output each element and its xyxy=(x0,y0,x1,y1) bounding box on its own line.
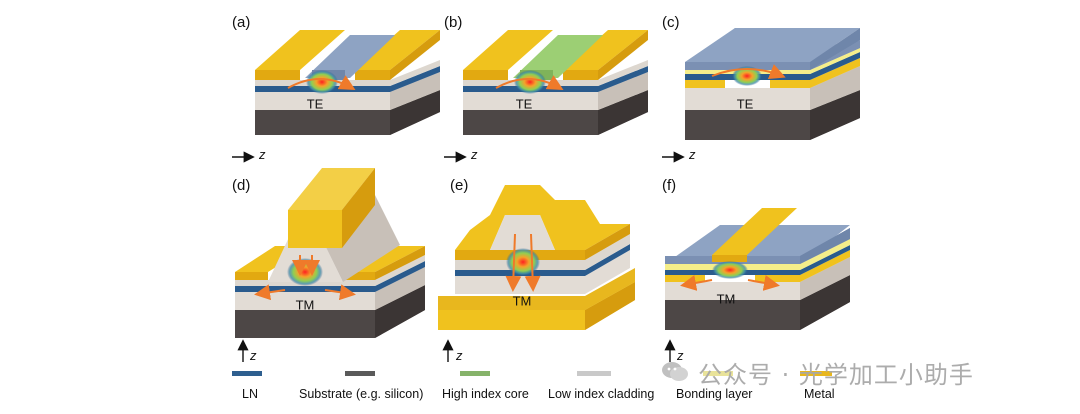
high-index-core xyxy=(513,35,603,78)
panel-label-f: (f) xyxy=(662,177,677,194)
panel-label-d: (d) xyxy=(232,177,251,194)
top-metal-block xyxy=(288,210,342,248)
mode-label-f: TM xyxy=(716,291,736,307)
metal-electrode-right xyxy=(355,30,440,70)
axis-label-c: z xyxy=(689,147,696,162)
legend-label-substrate: Substrate (e.g. silicon) xyxy=(299,387,424,401)
panel-d-device xyxy=(235,168,425,338)
panel-e-device xyxy=(438,185,635,330)
axis-arrows xyxy=(232,151,685,362)
panel-b-device xyxy=(463,30,648,135)
panel-label-e: (e) xyxy=(450,177,469,194)
mode-label-c: TE xyxy=(736,96,754,112)
legend-label-bonding: Bonding layer xyxy=(676,387,753,401)
panel-label-b: (b) xyxy=(444,14,463,31)
ln-layer xyxy=(255,66,440,92)
legend-label-metal: Metal xyxy=(804,387,835,401)
axis-label-e: z xyxy=(456,348,463,363)
axis-label-a: z xyxy=(259,147,266,162)
watermark-text: 公众号 · 光学加工小助手 xyxy=(698,360,974,389)
mode-label-a: TE xyxy=(306,96,324,112)
panel-f-device xyxy=(665,208,850,330)
mode-label-e: TM xyxy=(512,293,532,309)
legend-label-high-index: High index core xyxy=(442,387,529,401)
panel-label-c: (c) xyxy=(662,14,680,31)
mode-label-b: TE xyxy=(515,96,533,112)
axis-label-b: z xyxy=(471,147,478,162)
wechat-icon xyxy=(662,362,688,381)
legend-swatch-bonding xyxy=(703,371,733,376)
legend-swatch-metal xyxy=(800,371,832,376)
axis-label-d: z xyxy=(250,348,257,363)
legend-swatch-high-index xyxy=(460,371,490,376)
legend-label-ln: LN xyxy=(242,387,258,401)
legend-swatch-low-index xyxy=(577,371,611,376)
axis-label-f: z xyxy=(677,348,684,363)
legend-label-low-index: Low index cladding xyxy=(548,387,655,401)
legend-swatch-ln xyxy=(232,371,262,376)
optical-mode xyxy=(306,70,338,94)
panel-a-device xyxy=(255,30,440,135)
mode-label-d: TM xyxy=(295,297,315,313)
panel-label-a: (a) xyxy=(232,14,251,31)
field-arrow xyxy=(287,75,356,90)
ridge-waveguide xyxy=(305,35,395,78)
metal-electrode-left xyxy=(255,30,345,70)
panel-c-device xyxy=(685,28,860,140)
watermark: 公众号 · 光学加工小助手 xyxy=(660,352,1060,392)
bonding-layer xyxy=(685,48,860,74)
top-slab xyxy=(685,28,860,62)
legend-swatch-substrate xyxy=(345,371,375,376)
